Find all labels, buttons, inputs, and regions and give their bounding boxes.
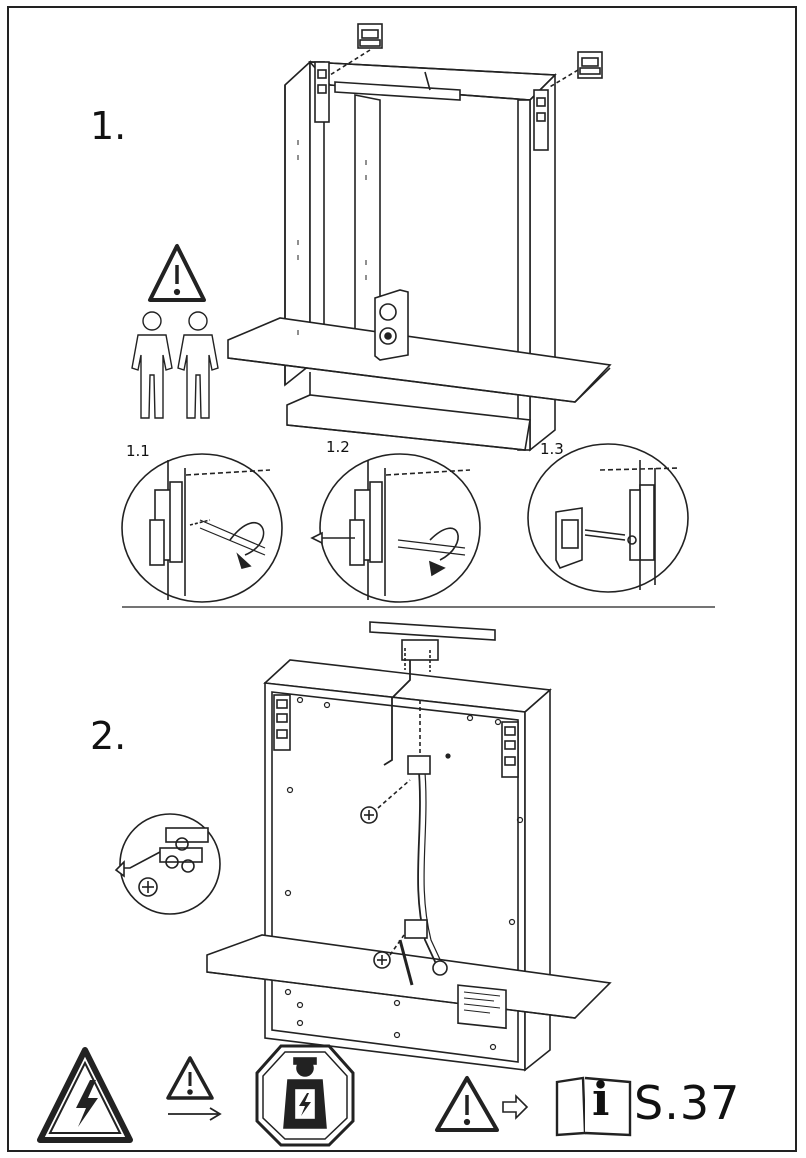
terminal-block-top	[407, 755, 431, 775]
manual-book-icon	[555, 1076, 632, 1137]
page-reference: S.37	[634, 1076, 741, 1130]
warning-triangle-icon	[148, 244, 206, 302]
fixing-screw-upper	[360, 779, 411, 824]
light-bar	[334, 81, 461, 101]
terminal-detail-circle	[114, 813, 221, 915]
hinge-right	[533, 89, 549, 151]
socket-box	[374, 289, 409, 361]
detail-circle-1-1	[121, 453, 283, 603]
terminal-block-bottom	[404, 919, 428, 939]
substep-1-1-label: 1.1	[126, 442, 150, 460]
step-2-label: 2.	[90, 714, 127, 758]
electrician-icon	[255, 1044, 355, 1147]
light-fixture	[369, 621, 496, 672]
mounting-clip-left	[357, 23, 383, 49]
hinge-holes-left	[297, 140, 367, 335]
detail-circle-1-3	[527, 443, 689, 593]
step-1-label: 1.	[90, 104, 127, 148]
detail-circle-1-2	[310, 453, 481, 603]
hinge-left	[314, 61, 330, 123]
substep-1-2-label: 1.2	[326, 438, 350, 456]
fixing-screw-lower	[373, 934, 405, 969]
mounting-clip-right	[577, 51, 603, 79]
warning-triangle-icon	[166, 1056, 214, 1100]
cabinet-back-assembly	[206, 621, 612, 1072]
warning-triangle-icon	[435, 1076, 499, 1132]
light-cable	[383, 660, 411, 766]
page-frame	[7, 6, 797, 1152]
rating-label	[457, 984, 507, 1030]
arrow-right-icon	[502, 1094, 529, 1120]
cabinet-front-assembly	[227, 23, 612, 452]
info-symbol: i	[592, 1072, 610, 1126]
two-persons-icon	[131, 311, 219, 419]
electric-hazard-icon	[37, 1047, 133, 1143]
substep-1-3-label: 1.3	[540, 440, 564, 458]
arrow-right-icon	[168, 1107, 222, 1121]
